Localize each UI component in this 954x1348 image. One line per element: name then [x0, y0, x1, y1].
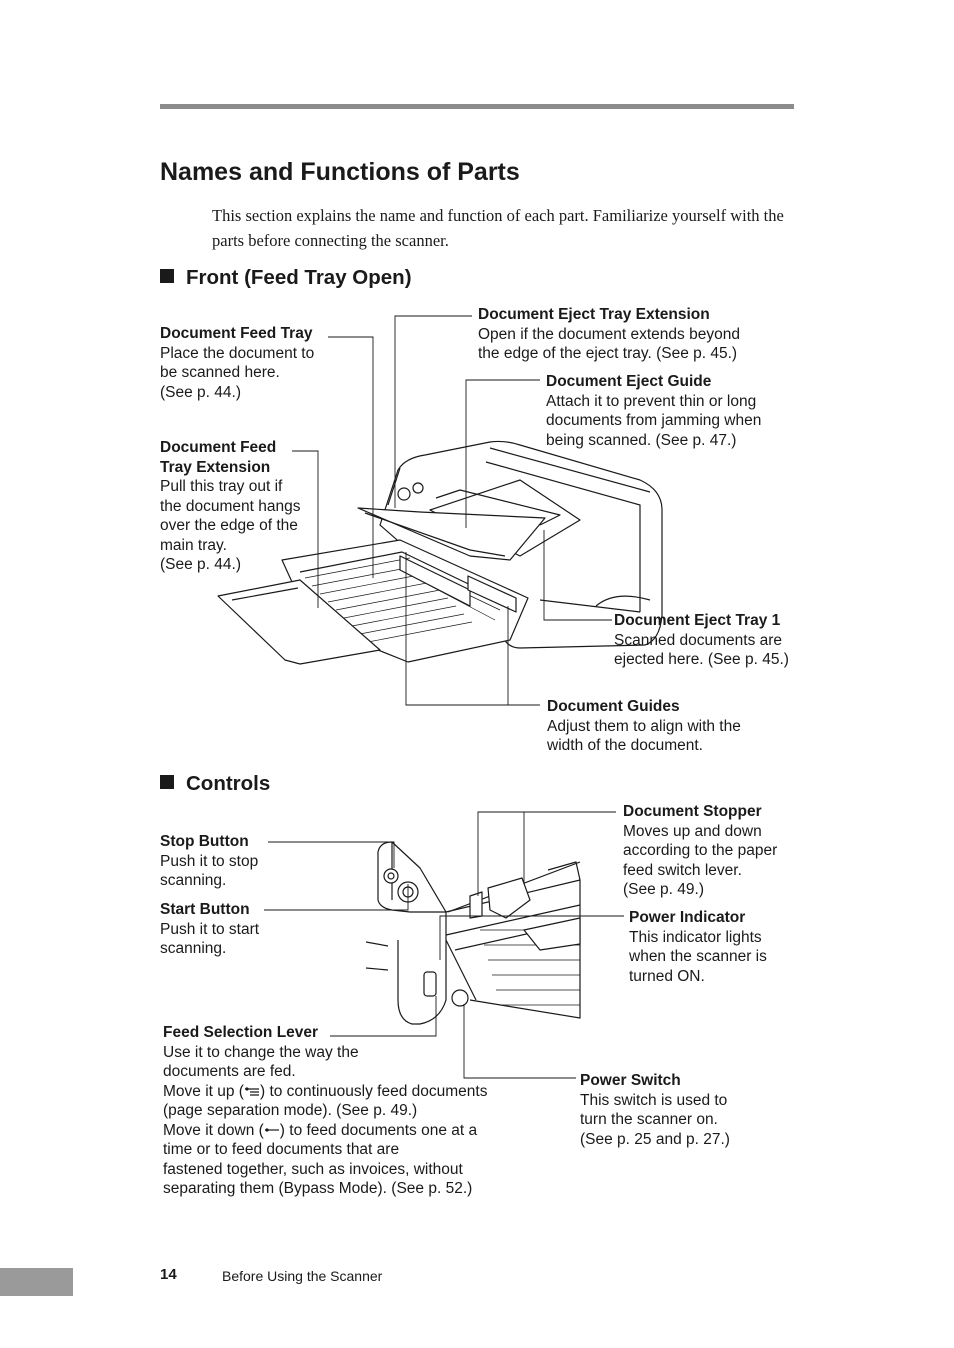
footer-tab [0, 1268, 73, 1296]
page-title: Names and Functions of Parts [160, 158, 520, 186]
continuous-feed-icon [244, 1086, 259, 1096]
intro-paragraph: This section explains the name and funct… [212, 206, 784, 250]
bypass-feed-icon [264, 1127, 279, 1132]
callout-stop-button: Stop Button Push it to stop scanning. [160, 833, 259, 889]
callout-document-eject-guide: Document Eject Guide Attach it to preven… [546, 373, 762, 449]
section-heading-controls: Controls [160, 772, 270, 796]
chapter-title: Before Using the Scanner [222, 1268, 383, 1284]
callout-document-eject-tray-extension: Document Eject Tray Extension Open if th… [478, 306, 740, 362]
square-bullet-icon [160, 269, 174, 283]
callout-document-feed-tray-extension: Document Feed Tray Extension Pull this t… [160, 439, 301, 573]
callout-start-button: Start Button Push it to start scanning. [160, 901, 260, 957]
page-number: 14 [160, 1266, 177, 1283]
callout-power-indicator: Power Indicator This indicator lights wh… [629, 909, 767, 985]
callout-document-guides: Document Guides Adjust them to align wit… [547, 698, 741, 754]
callout-feed-selection-lever: Feed Selection Lever Use it to change th… [163, 1024, 488, 1197]
square-bullet-icon [160, 775, 174, 789]
callout-document-eject-tray-1: Document Eject Tray 1 Scanned documents … [614, 612, 789, 668]
section-heading-front: Front (Feed Tray Open) [160, 266, 412, 290]
top-rule [160, 104, 794, 109]
callout-document-stopper: Document Stopper Moves up and down accor… [623, 803, 778, 898]
callout-power-switch: Power Switch This switch is used to turn… [580, 1072, 730, 1148]
callout-document-feed-tray: Document Feed Tray Place the document to… [160, 325, 315, 401]
